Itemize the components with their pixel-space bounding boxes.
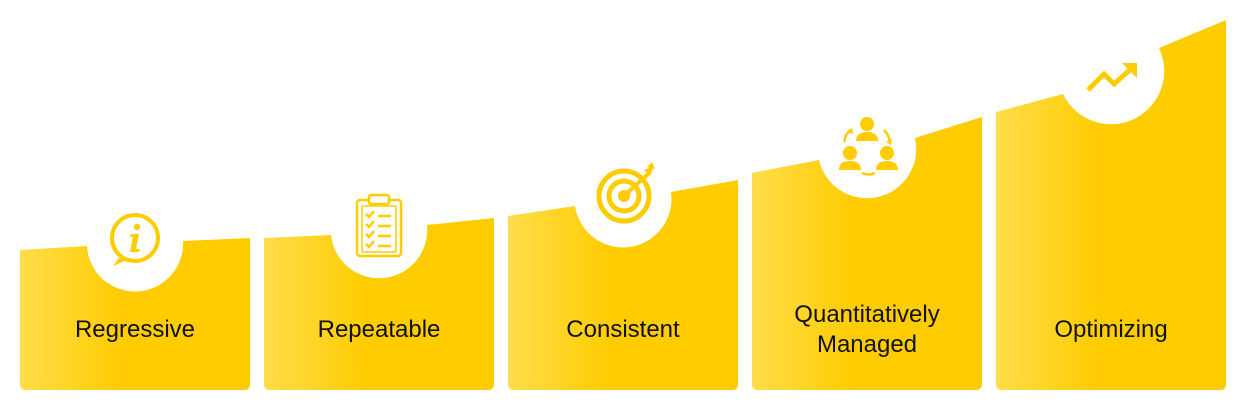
target-icon bbox=[596, 162, 655, 224]
step-block-1 bbox=[20, 238, 250, 390]
step-block-5 bbox=[996, 20, 1226, 390]
step-label-2: Repeatable bbox=[317, 316, 441, 343]
step-block-2 bbox=[264, 218, 494, 390]
step-label-5: Optimizing bbox=[1054, 316, 1168, 343]
step-label-4: Quantitatively Managed bbox=[794, 301, 940, 358]
info-icon bbox=[110, 213, 160, 266]
team-cycle-icon bbox=[839, 117, 898, 176]
trend-up-icon bbox=[1086, 63, 1137, 92]
step-block-4 bbox=[752, 117, 982, 390]
clipboard-checklist-icon bbox=[355, 193, 403, 258]
step-label-1: Regressive bbox=[74, 316, 196, 343]
step-label-3: Consistent bbox=[566, 316, 680, 343]
step-block-3 bbox=[508, 180, 738, 390]
